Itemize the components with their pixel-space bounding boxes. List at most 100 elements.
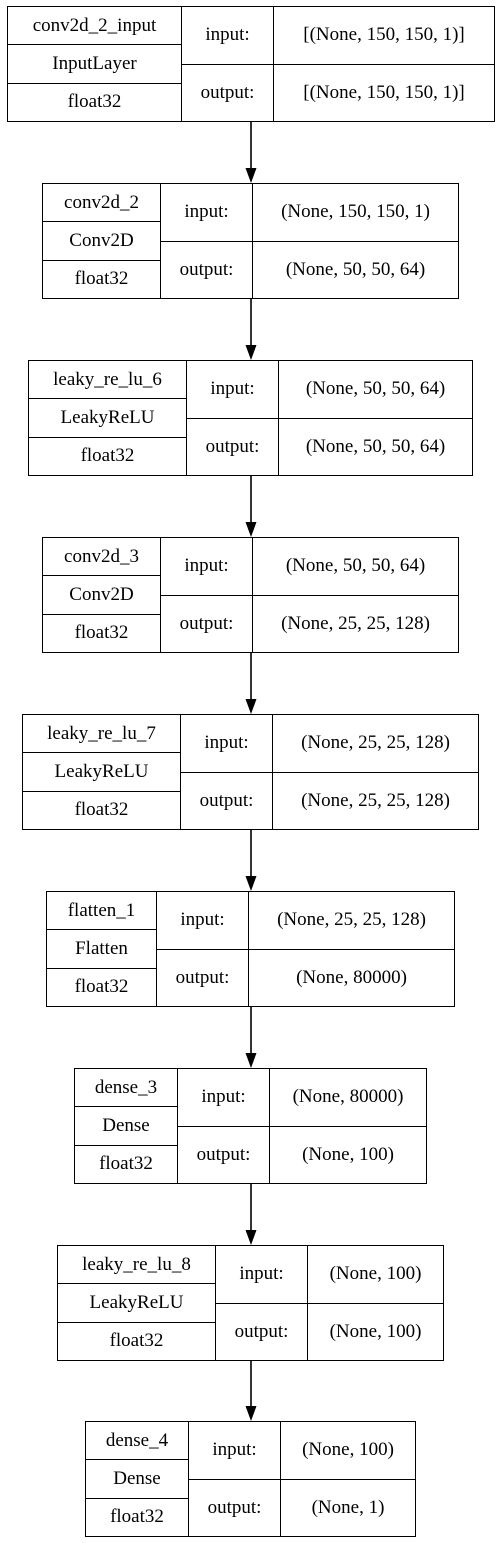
arrowhead-icon bbox=[245, 1406, 257, 1421]
input-shape: (None, 150, 150, 1) bbox=[281, 201, 430, 223]
output-shape: (None, 25, 25, 128) bbox=[253, 594, 458, 653]
layer-dtype: float32 bbox=[58, 1321, 215, 1360]
layer-type: Conv2D bbox=[43, 575, 160, 613]
io-label-column: input: output: bbox=[188, 1422, 280, 1536]
layer-dtype: float32 bbox=[29, 436, 186, 475]
layer-name: dense_3 bbox=[94, 1076, 158, 1098]
output-shape: (None, 100) bbox=[308, 1302, 443, 1361]
layer-type: LeakyReLU bbox=[23, 752, 180, 790]
output-label: output: bbox=[189, 1478, 280, 1537]
output-label: output: bbox=[161, 240, 252, 299]
layer-dtype: float32 bbox=[75, 1144, 177, 1183]
io-label-column: input: output: bbox=[156, 892, 248, 1006]
output-label: output: bbox=[216, 1302, 307, 1361]
io-label-column: input:output: bbox=[160, 538, 252, 652]
layer-name: conv2d_2_input bbox=[32, 14, 157, 36]
io-label-column: input: output: bbox=[186, 361, 278, 475]
layer-type: Flatten bbox=[47, 929, 156, 967]
layer-type: InputLayer bbox=[8, 44, 181, 82]
input-label: input: bbox=[239, 1263, 284, 1285]
input-label: input: bbox=[210, 378, 255, 400]
shape-column: [(None, 150, 150, 1)] [(None, 150, 150, 1… bbox=[273, 7, 494, 121]
io-label-column: input:output: bbox=[180, 715, 272, 829]
layer-dtype: float32 bbox=[8, 82, 181, 121]
layer-name: flatten_1 bbox=[67, 899, 136, 921]
io-label-column: input: output: bbox=[215, 1246, 307, 1360]
layer-type: Conv2D bbox=[43, 221, 160, 259]
output-label: output: bbox=[157, 948, 248, 1007]
input-label: input: bbox=[184, 201, 229, 223]
layer-name: conv2d_3 bbox=[64, 545, 139, 567]
layer-type: Dense bbox=[86, 1459, 188, 1497]
input-shape: (None, 25, 25, 128) bbox=[301, 732, 450, 754]
output-label: output: bbox=[178, 1125, 269, 1184]
output-shape: (None, 50, 50, 64) bbox=[253, 240, 458, 299]
output-shape: (None, 50, 50, 64) bbox=[279, 417, 472, 476]
shape-column: (None, 80000) (None, 100) bbox=[269, 1069, 426, 1183]
arrowhead-icon bbox=[245, 1230, 257, 1245]
layer-name: leaky_re_lu_8 bbox=[82, 1253, 191, 1275]
shape-column: (None, 25, 25, 128)(None, 80000) bbox=[248, 892, 454, 1006]
input-label: input: bbox=[201, 1086, 246, 1108]
arrowhead-icon bbox=[245, 168, 257, 183]
input-label: input: bbox=[212, 1439, 257, 1461]
input-shape: (None, 80000) bbox=[292, 1086, 404, 1108]
shape-column: (None, 100) (None, 1) bbox=[280, 1422, 415, 1536]
shape-column: (None, 100) (None, 100) bbox=[307, 1246, 443, 1360]
input-label: input: bbox=[204, 732, 249, 754]
output-shape: (None, 1) bbox=[281, 1478, 415, 1537]
shape-column: (None, 150, 150, 1) (None, 50, 50, 64) bbox=[252, 184, 458, 298]
layer-dtype: float32 bbox=[43, 259, 160, 298]
arrowhead-icon bbox=[245, 699, 257, 714]
arrowhead-icon bbox=[245, 345, 257, 360]
output-label: output: bbox=[187, 417, 278, 476]
output-shape: (None, 25, 25, 128) bbox=[273, 771, 478, 830]
arrowhead-icon bbox=[245, 1053, 257, 1068]
arrowhead-icon bbox=[245, 876, 257, 891]
input-label: input: bbox=[180, 909, 225, 931]
input-label: input: bbox=[205, 24, 250, 46]
output-label: output: bbox=[182, 63, 273, 122]
layer-dtype: float32 bbox=[43, 613, 160, 652]
input-shape: [(None, 150, 150, 1)] bbox=[303, 24, 465, 46]
layer-name: dense_4 bbox=[105, 1429, 169, 1451]
layer-dtype: float32 bbox=[23, 790, 180, 829]
input-shape: (None, 100) bbox=[302, 1439, 394, 1461]
io-label-column: input: output: bbox=[177, 1069, 269, 1183]
output-shape: (None, 100) bbox=[270, 1125, 426, 1184]
output-shape: [(None, 150, 150, 1)] bbox=[274, 63, 494, 122]
output-label: output: bbox=[161, 594, 252, 653]
shape-column: (None, 50, 50, 64) (None, 25, 25, 128) bbox=[252, 538, 458, 652]
shape-column: (None, 25, 25, 128) (None, 25, 25, 128) bbox=[272, 715, 478, 829]
layer-dtype: float32 bbox=[47, 967, 156, 1006]
layer-type: Dense bbox=[75, 1106, 177, 1144]
arrowhead-icon bbox=[245, 522, 257, 537]
layer-name: leaky_re_lu_6 bbox=[53, 368, 162, 390]
output-shape: (None, 80000) bbox=[249, 948, 454, 1007]
io-label-column: input: output: bbox=[160, 184, 252, 298]
input-shape: (None, 50, 50, 64) bbox=[285, 555, 426, 577]
io-label-column: input: output: bbox=[181, 7, 273, 121]
layer-name: leaky_re_lu_7 bbox=[47, 722, 156, 744]
layer-type: LeakyReLU bbox=[58, 1283, 215, 1321]
input-shape: (None, 100) bbox=[329, 1263, 422, 1285]
